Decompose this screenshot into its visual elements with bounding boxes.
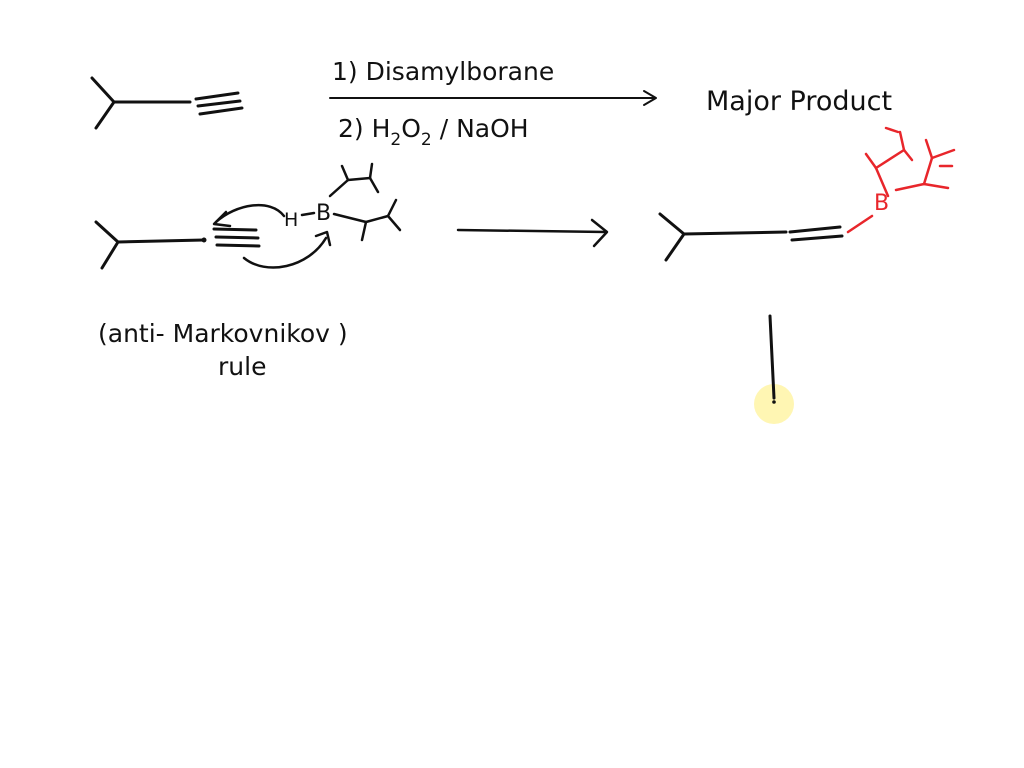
reaction-arrow: [329, 90, 657, 106]
down-arrow-stroke: [768, 314, 776, 400]
hydrogen-label: H: [284, 209, 298, 231]
boron-label: B: [316, 201, 331, 226]
h-b-bond: [300, 211, 316, 217]
step2-suffix: / NaOH: [432, 114, 529, 143]
h2-subscript: 2: [390, 130, 401, 150]
reagent-step-2: 2) H2O2 / NaOH: [338, 114, 529, 150]
disiamyl-groups: [328, 162, 402, 242]
cursor-dot: [772, 400, 776, 404]
rule-note: rule: [218, 352, 266, 381]
red-borane-substituent: [846, 126, 956, 234]
major-product-label: Major Product: [706, 86, 892, 117]
o2-subscript: 2: [421, 130, 432, 150]
mechanism-arrow: [456, 218, 609, 248]
o-letter: O: [401, 114, 421, 143]
vinyl-borane-structure: [658, 212, 844, 262]
reagent-step-1: 1) Disamylborane: [332, 57, 554, 86]
curved-arrow-electron-push: [212, 203, 332, 269]
step2-prefix: 2) H: [338, 114, 390, 143]
anti-markovnikov-note: (anti- Markovnikov ): [98, 319, 348, 348]
red-boron-label: B: [874, 191, 889, 216]
cursor-highlight: [754, 384, 794, 424]
alkyne-structure-top: [90, 76, 244, 130]
alkyne-structure-mechanism: [94, 220, 261, 270]
